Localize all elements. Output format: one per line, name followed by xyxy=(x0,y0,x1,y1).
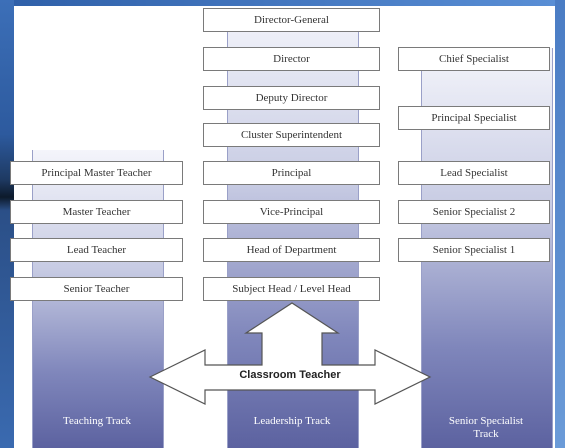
specialist-track-label-line2: Track xyxy=(473,428,499,440)
role-box-senior-specialist-2: Senior Specialist 2 xyxy=(398,200,550,224)
leadership-track-label: Leadership Track xyxy=(253,415,331,427)
role-box-subject-head-level-head: Subject Head / Level Head xyxy=(203,277,380,301)
role-box-senior-specialist-1: Senior Specialist 1 xyxy=(398,238,550,262)
role-box-principal-specialist: Principal Specialist xyxy=(398,106,550,130)
role-box-master-teacher: Master Teacher xyxy=(10,200,183,224)
role-box-lead-specialist: Lead Specialist xyxy=(398,161,550,185)
role-box-principal: Principal xyxy=(203,161,380,185)
teaching-track-label: Teaching Track xyxy=(63,415,131,427)
role-box-vice-principal: Vice-Principal xyxy=(203,200,380,224)
classroom-teacher-label: Classroom Teacher xyxy=(239,369,341,381)
slide-frame-top xyxy=(0,0,565,6)
role-box-lead-teacher: Lead Teacher xyxy=(10,238,183,262)
role-box-cluster-superintendent: Cluster Superintendent xyxy=(203,123,380,147)
role-box-principal-master-teacher: Principal Master Teacher xyxy=(10,161,183,185)
role-box-head-of-department: Head of Department xyxy=(203,238,380,262)
specialist-track-label: Senior Specialist Track xyxy=(421,415,551,441)
role-box-chief-specialist: Chief Specialist xyxy=(398,47,550,71)
role-box-deputy-director: Deputy Director xyxy=(203,86,380,110)
slide-frame-right xyxy=(555,0,565,448)
role-box-director-general: Director-General xyxy=(203,8,380,32)
role-box-director: Director xyxy=(203,47,380,71)
specialist-track-label-line1: Senior Specialist xyxy=(448,415,524,427)
role-box-senior-teacher: Senior Teacher xyxy=(10,277,183,301)
slide-frame-left xyxy=(0,0,14,448)
